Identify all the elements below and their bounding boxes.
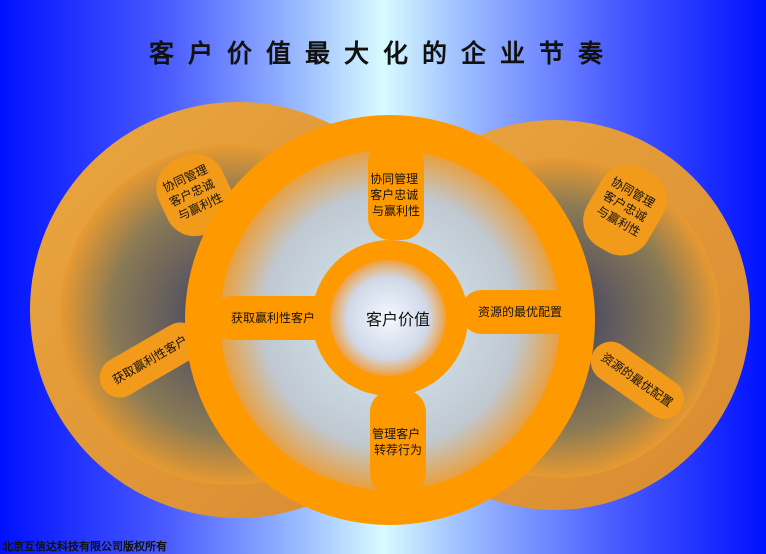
copyright-footer: 北京互信达科技有限公司版权所有 [2,540,167,553]
right-top-pill [583,164,667,256]
top-spoke [368,140,424,240]
top-spoke-label: 协同管理 客户忠诚 与赢利性 [370,171,422,218]
right-bottom-pill [590,341,685,419]
left-spoke-label: 获取赢利性客户 [231,310,315,325]
center-circle: 客户价值 协同管理 客户忠诚 与赢利性 管理客户 转荐行为 获取赢利性客户 资源… [185,115,595,525]
hub-label: 客户价值 [366,310,430,329]
left-bottom-pill [99,322,201,398]
hub-interior [330,260,446,376]
page-title: 客户价值最大化的企业节奏 [148,39,617,68]
left-spoke [210,296,340,340]
bottom-spoke [370,390,426,495]
bottom-spoke-label: 管理客户 转荐行为 [372,426,424,457]
right-spoke [460,290,585,334]
left-top-label: 协同管理 客户忠诚 与赢利性 [160,160,227,225]
right-spoke-label: 资源的最优配置 [478,304,562,319]
